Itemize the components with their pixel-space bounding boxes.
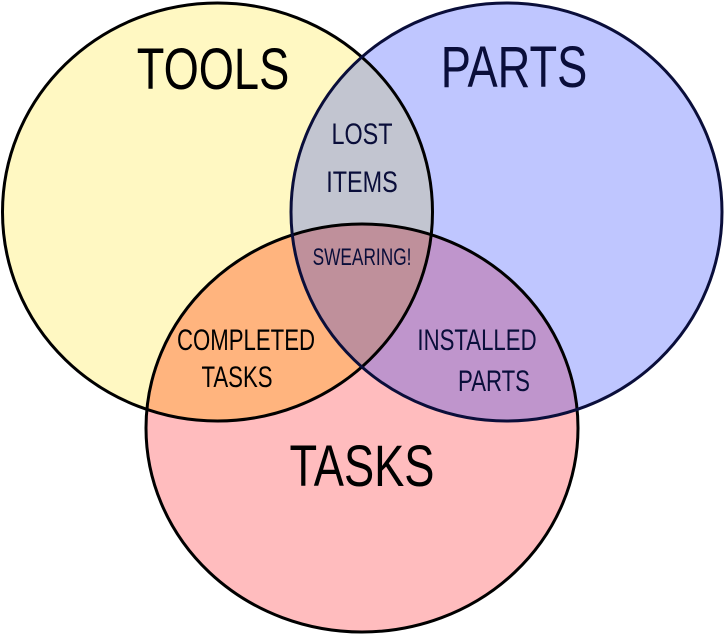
lost-items-label-line-1: LOST (331, 117, 392, 150)
parts-outline (289, 1, 724, 423)
completed-tasks-region (146, 224, 433, 421)
tasks-outline (144, 222, 580, 634)
tasks-label: TASKS (290, 435, 435, 500)
installed-parts-label-line-1: INSTALLED (417, 323, 536, 357)
completed-tasks-label-line-1: COMPLETED (177, 323, 315, 357)
completed-tasks-label-line-2: TASKS (201, 360, 272, 394)
installed-parts-label-line-2: PARTS (458, 364, 530, 398)
parts-label: PARTS (441, 36, 588, 101)
lost-items-label-line-2: ITEMS (326, 165, 397, 198)
tools-outline (1, 1, 434, 423)
installed-parts-region (291, 224, 578, 421)
tools-label: TOOLS (137, 38, 289, 103)
swearing-label: SWEARING! (313, 244, 412, 270)
